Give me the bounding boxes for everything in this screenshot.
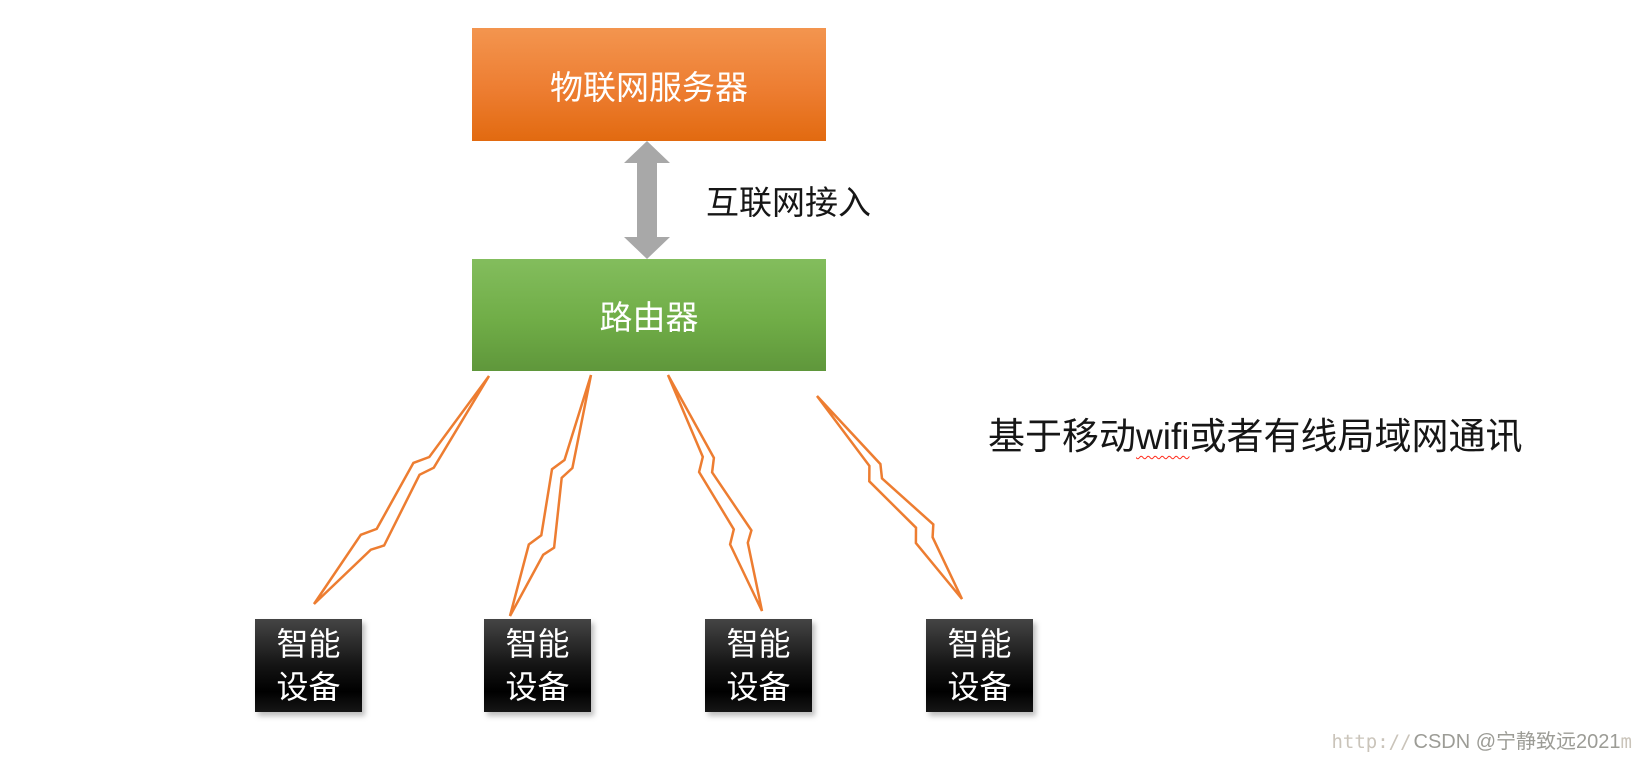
smart-device-box-3: 智能 设备	[705, 619, 812, 712]
watermark-url-prefix: http://	[1331, 731, 1412, 753]
device-label-line2: 设备	[947, 668, 1012, 705]
lan-communication-note: 基于移动wifi或者有线局域网通讯	[988, 414, 1522, 460]
device-label-line1: 智能	[276, 625, 341, 662]
double-arrow-icon	[624, 141, 670, 259]
watermark-url-suffix: m	[1620, 731, 1632, 753]
csdn-watermark: http:// CSDN @宁静致远2021 m	[1331, 725, 1632, 754]
smart-device-box-2: 智能 设备	[484, 619, 591, 712]
device-label-line2: 设备	[276, 668, 341, 705]
lan-note-after: 或者有线局域网通讯	[1189, 416, 1523, 457]
router-box: 路由器	[472, 259, 826, 371]
device-label-line1: 智能	[505, 625, 570, 662]
watermark-author: CSDN @宁静致远2021	[1413, 731, 1621, 753]
lan-note-before: 基于移动	[988, 416, 1136, 457]
device-label-line1: 智能	[947, 625, 1012, 662]
device-label-line2: 设备	[505, 668, 570, 705]
router-label: 路由器	[599, 299, 699, 336]
iot-server-label: 物联网服务器	[550, 68, 748, 106]
smart-device-box-1: 智能 设备	[255, 619, 362, 712]
lightning-connector-3	[666, 374, 764, 612]
smart-device-box-4: 智能 设备	[926, 619, 1033, 712]
lan-note-wifi: wifi	[1136, 416, 1190, 457]
lightning-connector-4	[815, 395, 964, 600]
device-label-line1: 智能	[726, 625, 791, 662]
internet-access-label: 互联网接入	[706, 184, 871, 221]
lightning-connectors	[312, 374, 964, 617]
device-label-line2: 设备	[726, 668, 791, 705]
lightning-connector-2	[508, 374, 593, 617]
iot-server-box: 物联网服务器	[472, 28, 826, 141]
lightning-connector-1	[312, 375, 491, 605]
